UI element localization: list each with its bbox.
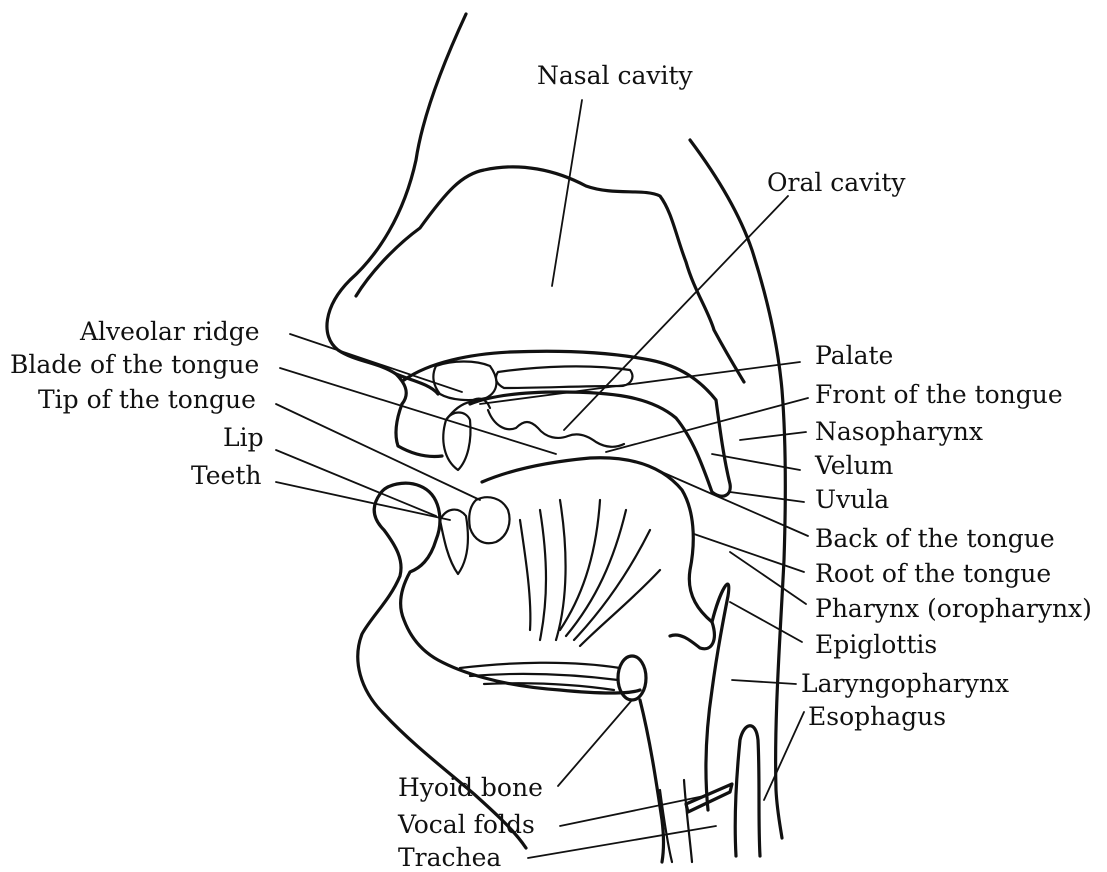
leader-tip-of-tongue [276, 404, 480, 500]
label-trachea: Trachea [398, 843, 501, 872]
label-lip: Lip [223, 423, 264, 452]
label-alveolar-ridge: Alveolar ridge [79, 317, 260, 346]
label-velum: Velum [814, 451, 894, 480]
hard-palate-bone [496, 366, 632, 388]
leader-vocal-folds [560, 796, 704, 826]
label-palate: Palate [815, 341, 893, 370]
leader-nasal-cavity [552, 100, 582, 286]
label-epiglottis: Epiglottis [815, 630, 937, 659]
anatomy-outlines [327, 14, 785, 862]
label-nasopharynx: Nasopharynx [815, 417, 983, 446]
labels: Nasal cavity Oral cavity Alveolar ridge … [10, 61, 1092, 872]
face-profile-outline [327, 14, 466, 404]
alveolar-ridge-shape [433, 362, 496, 401]
label-tip-of-tongue: Tip of the tongue [38, 385, 256, 414]
tongue-muscle-fibres [520, 500, 660, 646]
label-teeth: Teeth [191, 461, 261, 490]
label-uvula: Uvula [815, 485, 889, 514]
leader-esophagus [764, 712, 804, 800]
esophagus-outline [735, 726, 760, 856]
upper-incisor [443, 413, 470, 471]
leader-hyoid-bone [558, 700, 632, 786]
pharynx-back-wall [690, 140, 785, 838]
label-back-of-tongue: Back of the tongue [815, 524, 1055, 553]
upper-teeth-row [446, 399, 624, 447]
leader-uvula [730, 492, 804, 502]
leader-nasopharynx [740, 432, 806, 440]
label-vocal-folds: Vocal folds [397, 810, 535, 839]
label-front-of-tongue: Front of the tongue [815, 380, 1063, 409]
leader-trachea [528, 826, 716, 858]
tongue-tip-teeth [469, 497, 509, 543]
label-esophagus: Esophagus [808, 702, 946, 731]
label-nasal-cavity: Nasal cavity [537, 61, 694, 90]
label-laryngopharynx: Laryngopharynx [801, 669, 1009, 698]
label-pharynx: Pharynx (oropharynx) [815, 594, 1092, 623]
leader-root-of-tongue [694, 534, 804, 572]
label-root-of-tongue: Root of the tongue [815, 559, 1051, 588]
tongue-outline [482, 458, 714, 649]
label-oral-cavity: Oral cavity [767, 168, 906, 197]
leader-front-of-tongue [606, 398, 808, 452]
palate-outline [404, 351, 730, 496]
label-blade-of-tongue: Blade of the tongue [10, 350, 259, 379]
leader-epiglottis [730, 602, 802, 642]
label-hyoid-bone: Hyoid bone [398, 773, 543, 802]
leader-laryngopharynx [732, 680, 796, 684]
